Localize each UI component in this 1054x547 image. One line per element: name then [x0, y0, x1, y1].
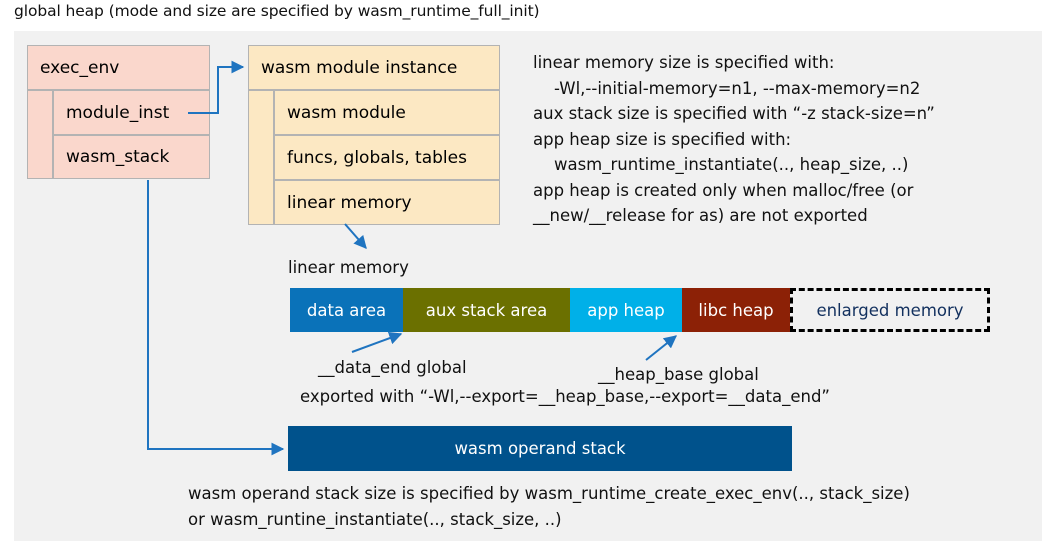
exec-env-header: exec_env [27, 45, 210, 90]
memory-segment-enlarged-memory: enlarged memory [790, 288, 990, 332]
wmi-row-wasm-module: wasm module [274, 90, 500, 135]
exec-env-gutter [27, 90, 53, 179]
linear-memory-bar: data area aux stack area app heap libc h… [290, 288, 990, 332]
memory-segment-app-heap: app heap [570, 288, 682, 332]
memory-segment-label: app heap [587, 300, 665, 320]
wasm-stack-label: wasm_stack [66, 147, 170, 167]
exec-env-row-module-inst: module_inst [53, 90, 210, 135]
wasm-module-label: wasm module [287, 102, 406, 123]
memory-segment-label: aux stack area [425, 300, 548, 320]
wasm-module-instance-header: wasm module instance [248, 45, 500, 90]
memory-segment-aux-stack-area: aux stack area [403, 288, 570, 332]
memory-segment-libc-heap: libc heap [682, 288, 790, 332]
wasm-operand-stack-label: wasm operand stack [454, 439, 626, 458]
wasm-module-instance-gutter [248, 90, 274, 225]
wmi-row-funcs-globals-tables: funcs, globals, tables [274, 135, 500, 180]
wmi-row-linear-memory: linear memory [274, 180, 500, 225]
operand-stack-note: wasm operand stack size is specified by … [188, 484, 910, 529]
annotation-exported: exported with “-Wl,--export=__heap_base,… [300, 387, 830, 406]
linear-memory-label: linear memory [287, 192, 412, 213]
module-inst-label: module_inst [66, 102, 170, 123]
memory-segment-data-area: data area [290, 288, 403, 332]
memory-segment-label: enlarged memory [816, 300, 964, 320]
annotation-data-end: __data_end global [318, 358, 467, 377]
annotation-heap-base: __heap_base global [598, 365, 759, 384]
memory-segment-label: libc heap [698, 300, 774, 320]
wasm-module-instance-header-label: wasm module instance [261, 57, 458, 78]
funcs-globals-tables-label: funcs, globals, tables [287, 147, 467, 168]
wasm-operand-stack-bar: wasm operand stack [288, 426, 792, 471]
page-title: global heap (mode and size are specified… [14, 2, 540, 20]
memory-segment-label: data area [306, 300, 387, 320]
linear-memory-info-text: linear memory size is specified with: -W… [533, 53, 935, 225]
linear-memory-bar-caption: linear memory [288, 258, 409, 277]
exec-env-row-wasm-stack: wasm_stack [53, 135, 210, 179]
exec-env-header-label: exec_env [40, 57, 120, 78]
